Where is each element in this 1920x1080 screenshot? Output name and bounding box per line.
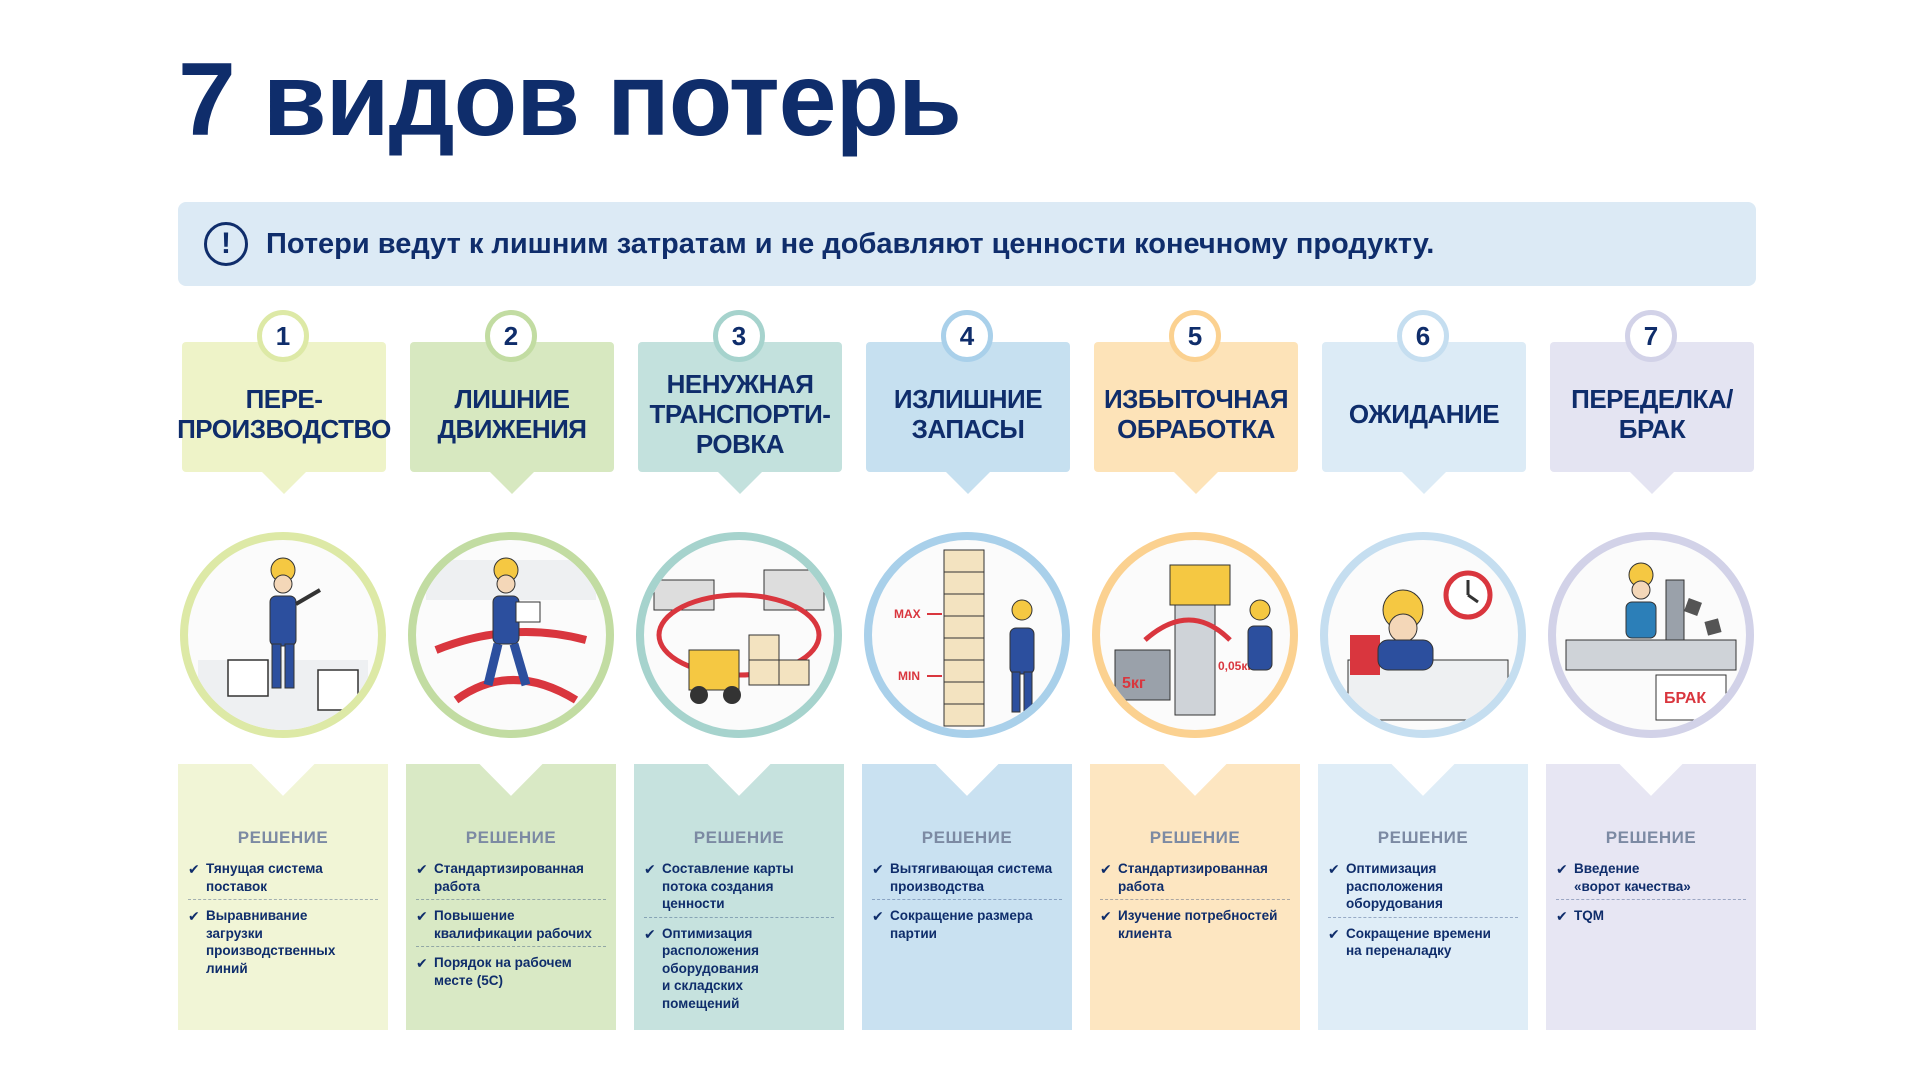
- waste-label: ОЖИДАНИЕ: [1348, 398, 1500, 429]
- check-icon: ✔: [1328, 861, 1340, 877]
- waste-column-overproduction: 1 ПЕРЕ- ПРОИЗВОДСТВО РЕШЕНИЕ ✔Тянущая си…: [177, 310, 391, 1030]
- waste-number: 6: [1397, 310, 1449, 362]
- waste-label: ИЗЛИШНИЕ ЗАПАСЫ: [893, 383, 1043, 444]
- solution-panel: РЕШЕНИЕ ✔Составление карты потока создан…: [634, 764, 844, 1030]
- solution-list: ✔Вытягивающая система производства ✔Сокр…: [872, 858, 1062, 951]
- check-icon: ✔: [1328, 925, 1340, 942]
- weight-big-label: 5кг: [1122, 675, 1146, 692]
- solution-panel: РЕШЕНИЕ ✔Введение «ворот качества» ✔TQM: [1546, 764, 1756, 1030]
- waste-column-transportation: 3 НЕНУЖНАЯ ТРАНСПОРТИ- РОВКА РЕШЕНИЕ ✔Со…: [634, 310, 844, 1030]
- waste-label: ПЕРЕДЕЛКА/ БРАК: [1571, 383, 1733, 444]
- solution-list: ✔Тянущая система поставок ✔Выравнивание …: [188, 858, 378, 986]
- overprocessing-illustration: 5кг 0,05кг: [1092, 532, 1298, 738]
- defects-illustration: БРАК: [1548, 532, 1754, 738]
- waste-label: ИЗБЫТОЧНАЯ ОБРАБОТКА: [1103, 383, 1289, 444]
- waste-header: ЛИШНИЕ ДВИЖЕНИЯ: [410, 342, 614, 494]
- solution-item: ✔Порядок на рабочем месте (5С): [416, 955, 572, 988]
- solution-heading: РЕШЕНИЕ: [693, 828, 785, 847]
- exclamation-circle-icon: !: [204, 222, 248, 266]
- check-icon: ✔: [416, 861, 428, 877]
- inventory-illustration: MAX MIN: [864, 532, 1070, 738]
- solution-panel: РЕШЕНИЕ ✔Вытягивающая система производст…: [862, 764, 1072, 1030]
- waste-number: 1: [257, 310, 309, 362]
- solution-item: ✔TQM: [1556, 908, 1604, 925]
- waste-columns: 1 ПЕРЕ- ПРОИЗВОДСТВО РЕШЕНИЕ ✔Тянущая си…: [177, 310, 1758, 1030]
- solution-list: ✔Составление карты потока создания ценно…: [644, 858, 834, 1021]
- waste-column-overprocessing: 5 ИЗБЫТОЧНАЯ ОБРАБОТКА 5кг 0,05кг РЕШЕНИ…: [1090, 310, 1300, 1030]
- waiting-illustration: [1320, 532, 1526, 738]
- check-icon: ✔: [416, 955, 428, 972]
- check-icon: ✔: [644, 861, 656, 877]
- info-banner: ! Потери ведут к лишним затратам и не до…: [178, 202, 1756, 286]
- solution-panel: РЕШЕНИЕ ✔Тянущая система поставок ✔Вырав…: [178, 764, 388, 1030]
- check-icon: ✔: [188, 861, 200, 877]
- solution-list: ✔Стандартизированная работа ✔Изучение по…: [1100, 858, 1290, 951]
- solution-panel: РЕШЕНИЕ ✔Стандартизированная работа ✔Пов…: [406, 764, 616, 1030]
- solution-item: ✔Стандартизированная работа: [1100, 858, 1290, 901]
- waste-number: 5: [1169, 310, 1221, 362]
- waste-column-motion: 2 ЛИШНИЕ ДВИЖЕНИЯ РЕШЕНИЕ ✔Стандартизиро…: [406, 310, 616, 1030]
- solution-item: ✔Тянущая система поставок: [188, 858, 378, 901]
- waste-header: ИЗЛИШНИЕ ЗАПАСЫ: [866, 342, 1070, 494]
- waste-label: НЕНУЖНАЯ ТРАНСПОРТИ- РОВКА: [649, 368, 831, 460]
- check-icon: ✔: [1100, 861, 1112, 877]
- solution-heading: РЕШЕНИЕ: [1149, 828, 1241, 847]
- page-title: 7 видов потерь: [178, 42, 962, 158]
- weight-small-label: 0,05кг: [1218, 659, 1252, 673]
- solution-list: ✔Оптимизация расположения оборудования ✔…: [1328, 858, 1518, 969]
- waste-column-inventory: 4 ИЗЛИШНИЕ ЗАПАСЫ MAX MIN: [862, 310, 1072, 1030]
- waste-header: НЕНУЖНАЯ ТРАНСПОРТИ- РОВКА: [638, 342, 842, 494]
- solution-item: ✔Изучение потребностей клиента: [1100, 908, 1278, 941]
- max-label: MAX: [894, 607, 921, 621]
- waste-header: ИЗБЫТОЧНАЯ ОБРАБОТКА: [1094, 342, 1298, 494]
- solution-item: ✔Вытягивающая система производства: [872, 858, 1062, 901]
- waste-header: ОЖИДАНИЕ: [1322, 342, 1526, 494]
- waste-label: ЛИШНИЕ ДВИЖЕНИЯ: [437, 383, 587, 444]
- transportation-illustration: [636, 532, 842, 738]
- waste-column-defects: 7 ПЕРЕДЕЛКА/ БРАК БРАК РЕШЕНИЕ ✔Введение…: [1546, 310, 1756, 1030]
- waste-number: 2: [485, 310, 537, 362]
- solution-heading: РЕШЕНИЕ: [237, 828, 329, 847]
- check-icon: ✔: [1100, 908, 1112, 925]
- overproduction-illustration: [180, 532, 386, 738]
- solution-panel: РЕШЕНИЕ ✔Стандартизированная работа ✔Изу…: [1090, 764, 1300, 1030]
- check-icon: ✔: [1556, 908, 1568, 925]
- check-icon: ✔: [644, 925, 656, 942]
- solution-item: ✔Введение «ворот качества»: [1556, 858, 1746, 901]
- solution-item: ✔Сокращение времени на переналадку: [1328, 925, 1491, 959]
- waste-number: 4: [941, 310, 993, 362]
- solution-heading: РЕШЕНИЕ: [1605, 828, 1697, 847]
- check-icon: ✔: [872, 861, 884, 877]
- solution-item: ✔Сокращение размера партии: [872, 908, 1033, 941]
- waste-number: 7: [1625, 310, 1677, 362]
- excess-motion-illustration: [408, 532, 614, 738]
- waste-header: ПЕРЕДЕЛКА/ БРАК: [1550, 342, 1754, 494]
- solution-heading: РЕШЕНИЕ: [921, 828, 1013, 847]
- check-icon: ✔: [1556, 861, 1568, 877]
- min-label: MIN: [898, 669, 920, 683]
- solution-item: ✔Стандартизированная работа: [416, 858, 606, 901]
- waste-number: 3: [713, 310, 765, 362]
- check-icon: ✔: [188, 908, 200, 925]
- check-icon: ✔: [416, 908, 428, 925]
- solution-heading: РЕШЕНИЕ: [1377, 828, 1469, 847]
- waste-header: ПЕРЕ- ПРОИЗВОДСТВО: [177, 342, 391, 494]
- solution-item: ✔Оптимизация расположения оборудования: [1328, 858, 1518, 918]
- banner-text: Потери ведут к лишним затратам и не доба…: [266, 227, 1435, 260]
- solution-item: ✔Оптимизация расположения оборудования и…: [644, 925, 760, 1011]
- solution-heading: РЕШЕНИЕ: [465, 828, 557, 847]
- check-icon: ✔: [872, 908, 884, 925]
- solution-list: ✔Стандартизированная работа ✔Повышение к…: [416, 858, 606, 998]
- waste-column-waiting: 6 ОЖИДАНИЕ РЕШЕНИЕ ✔Оптимизация располож…: [1318, 310, 1528, 1030]
- defect-label: БРАК: [1664, 690, 1706, 707]
- solution-item: ✔Повышение квалификации рабочих: [416, 905, 606, 948]
- solution-item: ✔Составление карты потока создания ценно…: [644, 858, 834, 918]
- solution-list: ✔Введение «ворот качества» ✔TQM: [1556, 858, 1746, 934]
- solution-item: ✔Выравнивание загрузки производственных …: [188, 908, 336, 976]
- waste-label: ПЕРЕ- ПРОИЗВОДСТВО: [177, 383, 391, 444]
- solution-panel: РЕШЕНИЕ ✔Оптимизация расположения оборуд…: [1318, 764, 1528, 1030]
